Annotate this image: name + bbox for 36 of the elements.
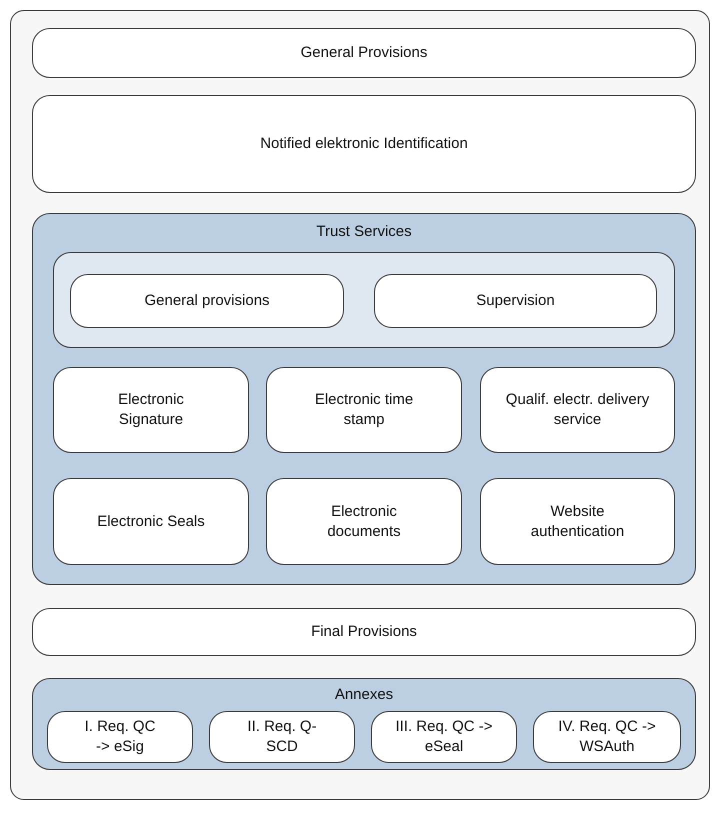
section-box [266, 367, 462, 453]
section-box [480, 478, 675, 565]
section-box [32, 28, 696, 78]
section-box [70, 274, 344, 328]
section-box [32, 95, 696, 193]
section-box [374, 274, 657, 328]
section-box [371, 711, 517, 763]
section-label: III. Req. QC -> eSeal [394, 717, 494, 757]
group-panel [53, 252, 675, 348]
section-label: Notified elektronic Identification [260, 134, 468, 154]
section-label: Website authentication [530, 502, 626, 542]
section-box [480, 367, 675, 453]
section-box [53, 367, 249, 453]
section-label: II. Req. Q-SCD [246, 717, 318, 757]
section-label: I. Req. QC -> eSig [84, 717, 156, 757]
group-panel [32, 213, 696, 585]
group-title: Trust Services [316, 222, 412, 242]
section-label: General provisions [144, 291, 270, 311]
section-label: IV. Req. QC -> WSAuth [557, 717, 657, 757]
section-box [266, 478, 462, 565]
section-label: Supervision [476, 291, 555, 311]
section-label: Electronic time stamp [314, 390, 414, 430]
group-title: Annexes [334, 685, 394, 705]
section-label: General Provisions [300, 43, 428, 63]
section-box [32, 608, 696, 656]
section-label: Qualif. electr. delivery service [504, 390, 650, 430]
section-label: Electronic Seals [97, 512, 205, 532]
section-box [209, 711, 355, 763]
section-box [47, 711, 193, 763]
section-label: Electronic documents [326, 502, 402, 542]
group-panel [10, 10, 710, 800]
section-box [53, 478, 249, 565]
section-label: Electronic Signature [117, 390, 185, 430]
group-panel [32, 678, 696, 770]
section-label: Final Provisions [311, 622, 417, 642]
section-box [533, 711, 681, 763]
